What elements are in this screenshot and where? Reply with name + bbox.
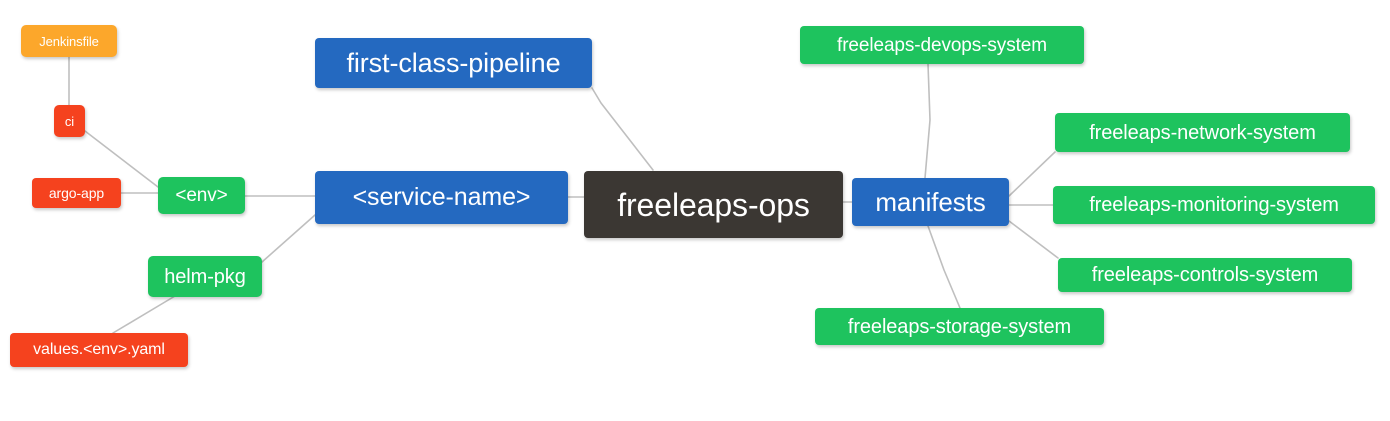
node-manifests[interactable]: manifests: [852, 178, 1009, 226]
node-label: Jenkinsfile: [39, 33, 99, 49]
node-label: <service-name>: [352, 183, 531, 211]
edge-manifests-to-freeleaps-devops-system: [924, 63, 931, 179]
node-first-class-pipeline[interactable]: first-class-pipeline: [315, 38, 592, 88]
node-label: freeleaps-network-system: [1089, 121, 1316, 144]
node-freeleaps-devops-system[interactable]: freeleaps-devops-system: [800, 26, 1084, 64]
node-label: freeleaps-ops: [617, 186, 810, 223]
edge-freeleaps-ops-to-first-class-pipeline: [591, 87, 654, 171]
node-freeleaps-storage-system[interactable]: freeleaps-storage-system: [815, 308, 1104, 345]
node-service-name[interactable]: <service-name>: [315, 171, 568, 224]
node-label: freeleaps-controls-system: [1091, 264, 1319, 286]
node-label: <env>: [175, 185, 228, 206]
edge-service-name-to-helm-pkg: [261, 214, 316, 263]
node-label: helm-pkg: [164, 265, 246, 288]
edge-manifests-to-freeleaps-network-system: [1008, 151, 1056, 197]
edge-manifests-to-freeleaps-storage-system: [927, 225, 961, 309]
node-label: values.<env>.yaml: [33, 341, 165, 358]
node-label: argo-app: [48, 185, 105, 201]
node-label: freeleaps-monitoring-system: [1089, 194, 1339, 216]
node-ci[interactable]: ci: [54, 105, 85, 137]
node-label: freeleaps-storage-system: [847, 315, 1072, 338]
node-label: manifests: [875, 187, 986, 217]
node-label: ci: [64, 113, 75, 129]
node-env[interactable]: <env>: [158, 177, 245, 214]
node-freeleaps-network-system[interactable]: freeleaps-network-system: [1055, 113, 1350, 152]
node-label: first-class-pipeline: [346, 47, 561, 78]
edge-manifests-to-freeleaps-controls-system: [1008, 220, 1059, 259]
node-freeleaps-controls-system[interactable]: freeleaps-controls-system: [1058, 258, 1352, 292]
node-freeleaps-ops[interactable]: freeleaps-ops: [584, 171, 843, 238]
node-argo-app[interactable]: argo-app: [32, 178, 121, 208]
node-values-yaml[interactable]: values.<env>.yaml: [10, 333, 188, 367]
edge-helm-pkg-to-values-yaml: [112, 295, 176, 334]
node-jenkinsfile[interactable]: Jenkinsfile: [21, 25, 117, 57]
node-freeleaps-monitoring-system[interactable]: freeleaps-monitoring-system: [1053, 186, 1375, 224]
node-label: freeleaps-devops-system: [837, 34, 1047, 56]
node-helm-pkg[interactable]: helm-pkg: [148, 256, 262, 297]
